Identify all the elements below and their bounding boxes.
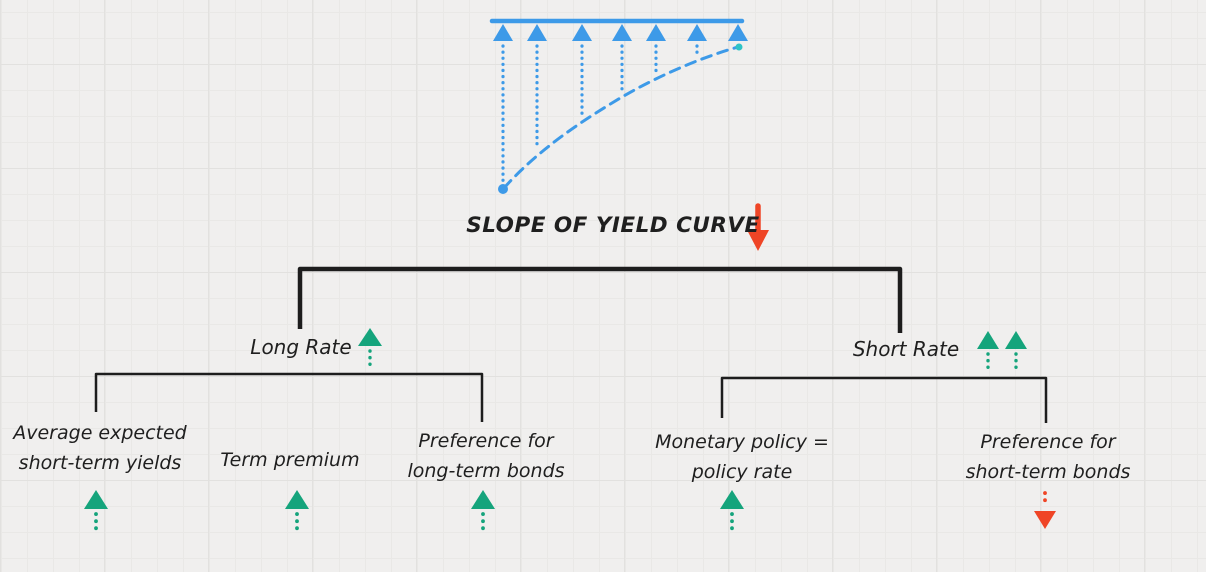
avg-expected-line-2: short-term yields bbox=[18, 452, 182, 474]
pref-short-bonds-down-arrow-icon bbox=[1034, 491, 1056, 529]
short-rate-up-arrow-icon-2 bbox=[1005, 331, 1027, 370]
monetary-policy-line-1: Monetary policy = bbox=[655, 431, 829, 453]
long-rate-label: Long Rate bbox=[250, 335, 352, 359]
term-premium-label: Term premium bbox=[220, 449, 360, 471]
short-sub-bracket bbox=[720, 376, 1048, 423]
pref-long-bonds-label: Preference for long-term bonds bbox=[407, 426, 564, 486]
pref-short-line-1: Preference for bbox=[980, 431, 1116, 453]
main-bracket bbox=[297, 266, 903, 333]
curve-end-dot bbox=[735, 43, 743, 51]
diagram-title: SLOPE OF YIELD CURVE bbox=[466, 213, 760, 238]
policy-rate-up-arrow-icon bbox=[720, 490, 744, 532]
monetary-policy-line-2: policy rate bbox=[691, 461, 793, 483]
monetary-policy-label: Monetary policy = policy rate bbox=[655, 427, 829, 487]
pref-short-line-2: short-term bonds bbox=[965, 461, 1131, 483]
curve-start-dot bbox=[498, 184, 508, 194]
pref-long-line-1: Preference for bbox=[418, 430, 554, 452]
pref-long-line-2: long-term bonds bbox=[407, 460, 565, 482]
short-rate-up-arrow-icon-1 bbox=[977, 331, 999, 370]
pref-short-bonds-label: Preference for short-term bonds bbox=[966, 427, 1131, 487]
dashed-curve bbox=[502, 45, 740, 190]
term-premium-up-arrow-icon bbox=[285, 490, 309, 532]
long-rate-up-arrow-icon bbox=[358, 328, 382, 369]
short-rate-label: Short Rate bbox=[852, 337, 960, 361]
pref-long-bonds-up-arrow-icon bbox=[471, 490, 495, 532]
title-down-arrow-icon bbox=[747, 203, 769, 251]
long-sub-bracket bbox=[94, 372, 484, 422]
avg-expected-up-arrow-icon bbox=[84, 490, 108, 532]
avg-expected-line-1: Average expected bbox=[13, 422, 187, 444]
up-arrow-icon bbox=[493, 24, 748, 186]
avg-expected-label: Average expected short-term yields bbox=[13, 418, 187, 478]
yield-curve-sketch bbox=[489, 18, 748, 194]
